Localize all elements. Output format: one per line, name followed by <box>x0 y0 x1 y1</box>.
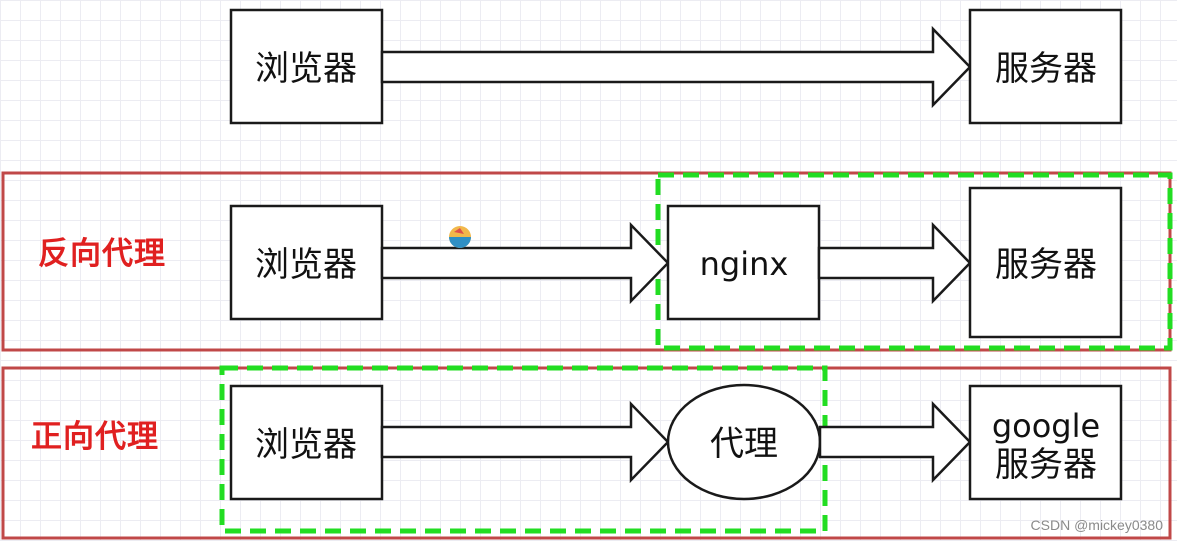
nginx-label: nginx <box>700 245 789 283</box>
google-server-node <box>968 384 1123 501</box>
reverse-proxy-section <box>1 171 1172 352</box>
row-forward-proxy: 浏览器 代理 google 服务器 <box>229 383 1123 501</box>
arrow <box>380 25 972 109</box>
browser-label: 浏览器 <box>255 245 357 285</box>
browser-node <box>229 204 384 321</box>
browser-node <box>229 8 384 125</box>
arrow <box>817 221 972 305</box>
server-node <box>968 8 1123 125</box>
arrow <box>380 221 670 305</box>
forward-proxy-label: 正向代理 <box>31 419 159 455</box>
browser-node <box>229 384 384 501</box>
proxy-label: 代理 <box>710 424 778 464</box>
google-server-label-line1: google <box>992 407 1100 445</box>
google-server-label-line2: 服务器 <box>995 445 1097 485</box>
reverse-proxy-label: 反向代理 <box>38 236 166 272</box>
arrow <box>818 400 972 484</box>
browser-label: 浏览器 <box>255 49 357 89</box>
server-label: 服务器 <box>995 245 1097 285</box>
row-direct: 浏览器 服务器 <box>229 8 1123 125</box>
arrow <box>380 400 670 484</box>
browser-label: 浏览器 <box>255 425 357 465</box>
logo-icon <box>449 226 471 248</box>
row-reverse-proxy: 浏览器 nginx 服务器 <box>229 186 1123 339</box>
server-node <box>968 186 1123 339</box>
watermark: CSDN @mickey0380 <box>1030 517 1163 533</box>
server-label: 服务器 <box>995 49 1097 89</box>
nginx-node <box>666 204 821 321</box>
